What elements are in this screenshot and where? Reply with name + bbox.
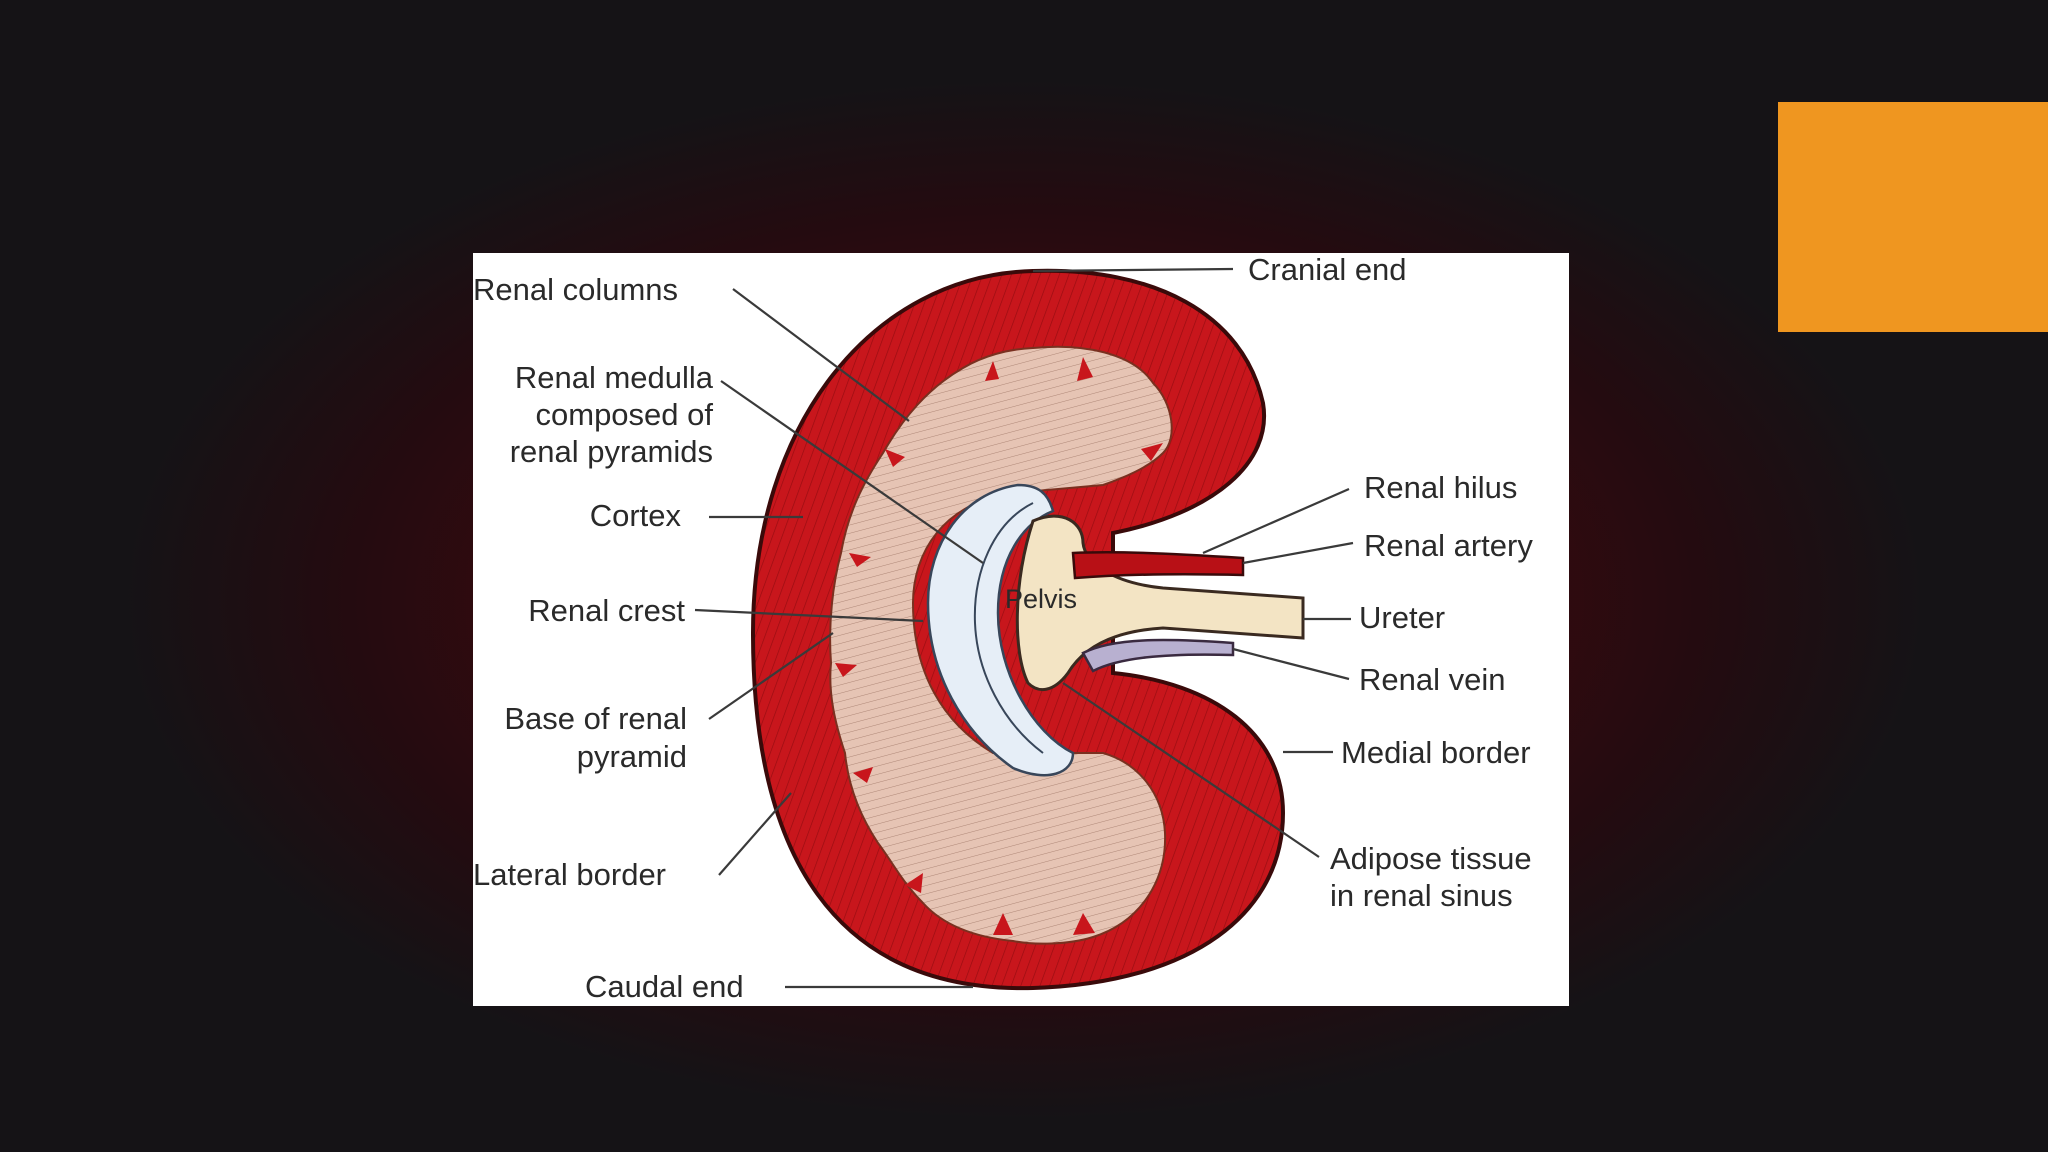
label-pelvis: Pelvis xyxy=(1005,584,1077,614)
leader-renal-vein xyxy=(1232,647,1350,681)
renal-column-notch xyxy=(849,553,871,567)
label-renal-vein: Renal vein xyxy=(1359,662,1505,697)
label-renal-columns: Renal columns xyxy=(473,272,678,307)
kidney-medulla xyxy=(829,345,1173,945)
leader-renal-hilus xyxy=(1202,487,1350,555)
leader-lines xyxy=(694,267,1354,989)
label-renal-medulla-line2: composed of xyxy=(536,397,714,432)
leader-renal-medulla xyxy=(720,380,984,564)
label-renal-artery: Renal artery xyxy=(1364,528,1533,563)
leader-adipose xyxy=(1062,682,1320,858)
label-renal-medulla-line1: Renal medulla xyxy=(515,360,714,395)
renal-column-notch xyxy=(993,913,1013,935)
kidney-diagram: Renal columns Renal medulla composed of … xyxy=(473,253,1569,1006)
leader-renal-columns xyxy=(732,288,910,422)
leader-lateral-border xyxy=(718,792,792,876)
renal-column-notch xyxy=(905,873,923,893)
renal-column-notch xyxy=(1077,357,1093,381)
label-cortex: Cortex xyxy=(590,498,682,533)
label-renal-hilus: Renal hilus xyxy=(1364,470,1517,505)
leader-renal-artery xyxy=(1242,541,1354,565)
label-base-pyramid-line2: pyramid xyxy=(577,739,687,774)
kidney-diagram-svg: Renal columns Renal medulla composed of … xyxy=(473,253,1533,1004)
label-adipose-line2: in renal sinus xyxy=(1330,878,1513,913)
label-renal-crest: Renal crest xyxy=(528,593,685,628)
leader-cranial-end xyxy=(1032,267,1234,273)
renal-column-notch xyxy=(835,663,857,677)
leader-base-pyramid xyxy=(708,632,834,720)
label-renal-medulla-line3: renal pyramids xyxy=(510,434,713,469)
renal-column-notch xyxy=(985,361,999,381)
renal-column-notch xyxy=(853,767,873,783)
renal-column-notch xyxy=(1073,913,1095,935)
label-caudal-end: Caudal end xyxy=(585,969,744,1004)
label-cranial-end: Cranial end xyxy=(1248,253,1407,287)
accent-block xyxy=(1778,102,2048,332)
diagram-labels: Renal columns Renal medulla composed of … xyxy=(473,253,1533,1004)
leader-renal-crest xyxy=(694,608,924,623)
label-medial-border: Medial border xyxy=(1341,735,1531,770)
label-lateral-border: Lateral border xyxy=(473,857,666,892)
renal-column-notch xyxy=(1141,443,1163,461)
renal-column-notch xyxy=(885,449,905,467)
label-ureter: Ureter xyxy=(1359,600,1445,635)
renal-vein xyxy=(1081,638,1235,673)
label-adipose-line1: Adipose tissue xyxy=(1330,841,1532,876)
label-base-pyramid-line1: Base of renal xyxy=(504,701,687,736)
renal-artery xyxy=(1071,550,1245,580)
